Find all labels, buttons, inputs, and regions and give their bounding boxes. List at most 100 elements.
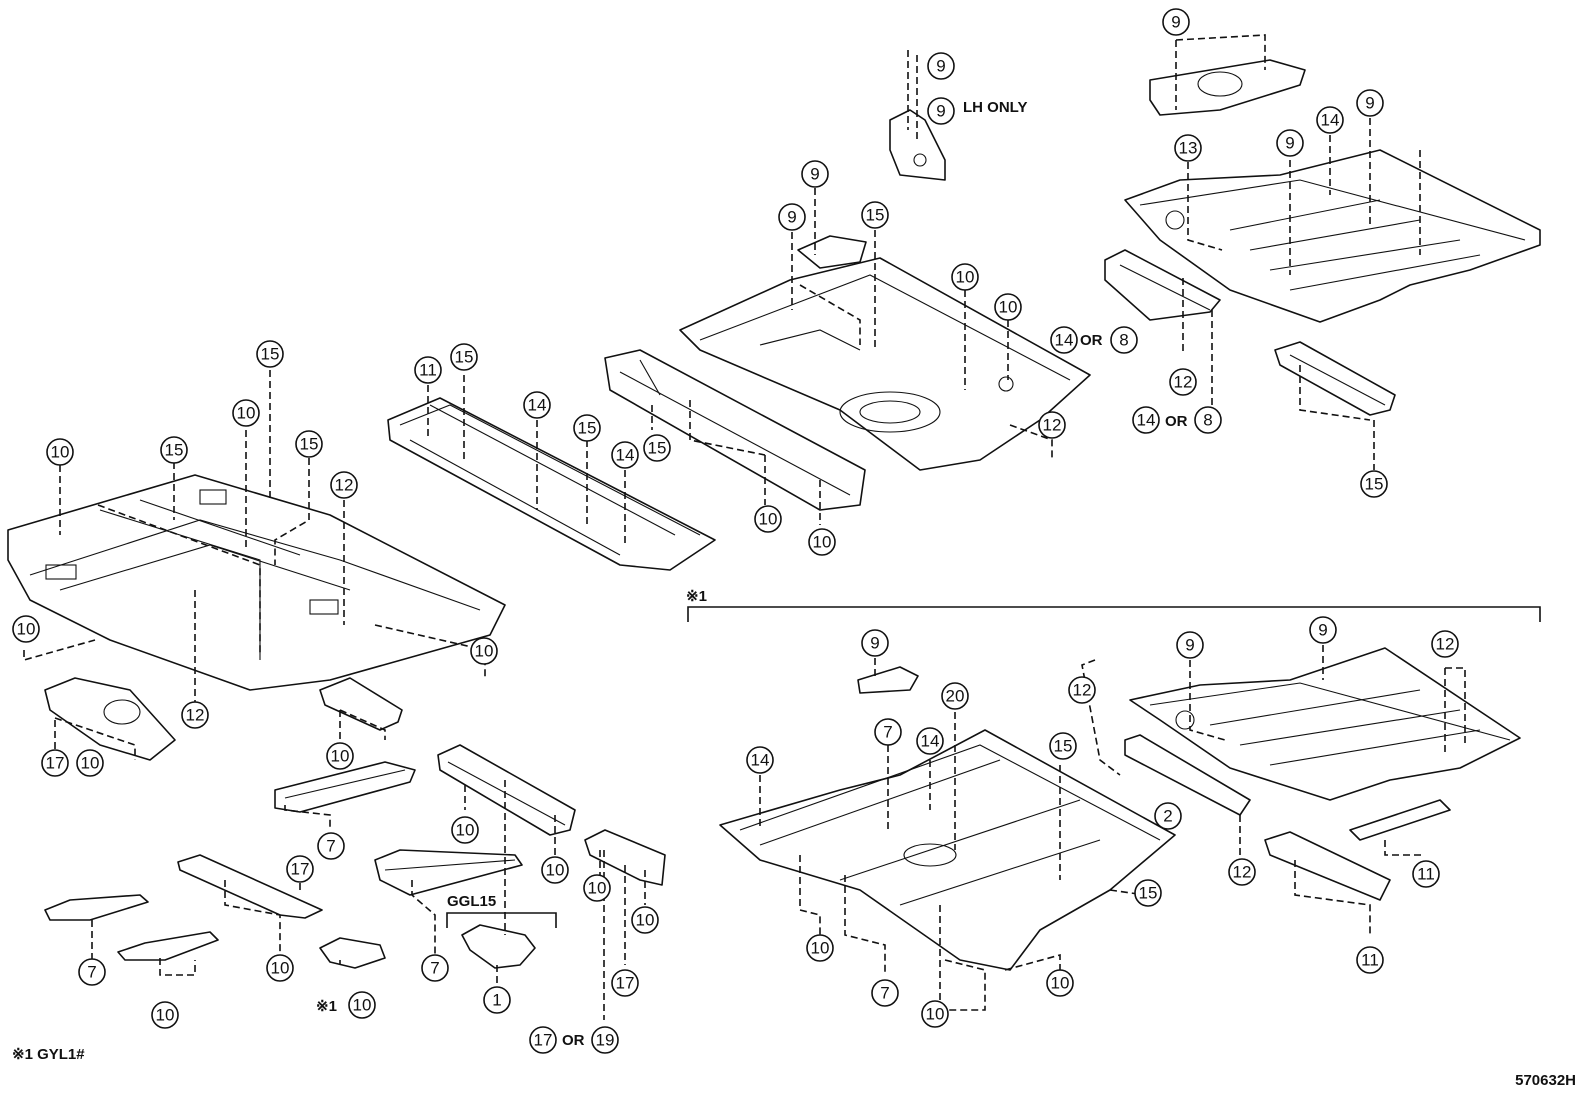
callout-circle [994,293,1022,321]
callout-10: 10 [541,856,569,884]
callout-8: 8 [1110,326,1138,354]
callout-7: 7 [874,718,902,746]
callout-circle [450,343,478,371]
callout-number: 10 [813,533,832,552]
callout-number: 10 [17,620,36,639]
callout-15: 15 [1049,732,1077,760]
callout-17: 17 [529,1026,557,1054]
callout-number: 11 [1417,865,1435,884]
callout-circle [1050,326,1078,354]
callout-number: 9 [870,634,879,653]
callout-12: 12 [1169,368,1197,396]
callout-number: 8 [1203,411,1212,430]
callout-number: 7 [883,723,892,742]
callout-number: 10 [331,747,350,766]
lower-cross-member-11a [1264,831,1391,901]
callout-circle [808,528,836,556]
callout-number: 10 [636,911,655,930]
callout-number: 10 [237,404,256,423]
callout-15: 15 [450,343,478,371]
callout-circle [861,201,889,229]
callout-circle [46,438,74,466]
group-brackets [446,606,1541,928]
callout-14: 14 [1132,406,1160,434]
callout-number: 10 [999,298,1018,317]
callout-number: 15 [578,419,597,438]
callout-number: 17 [46,754,65,773]
callout-10: 10 [46,438,74,466]
callout-circle [1169,368,1197,396]
callout-13: 13 [1174,134,1202,162]
callout-11: 11 [1412,860,1440,888]
callout-number: 14 [1055,331,1074,350]
callout-10: 10 [808,528,836,556]
callout-circle [1038,411,1066,439]
callout-number: 9 [1285,134,1294,153]
callout-14: 14 [611,441,639,469]
callout-number: 10 [271,959,290,978]
callout-circle [78,958,106,986]
callout-circle [591,1026,619,1054]
callout-circle [1162,8,1190,36]
callout-circle [754,505,782,533]
callout-number: 15 [261,345,280,364]
side-sill-member [604,349,866,511]
callout-number: 12 [1073,681,1092,700]
callout-number: 10 [546,861,565,880]
callout-7: 7 [871,979,899,1007]
callout-1: 1 [483,986,511,1014]
callout-circle [778,203,806,231]
callout-11: 11 [1356,946,1384,974]
or-label-3: OR [562,1032,585,1049]
callout-number: 7 [326,837,335,856]
callout-number: 15 [648,439,667,458]
callout-circle [927,97,955,125]
callout-circle [631,906,659,934]
callout-number: 10 [926,1005,945,1024]
x1-marker-small: ※1 [316,998,337,1015]
callout-number: 7 [880,984,889,1003]
callout-circle [927,52,955,80]
reinforcement-10-a [44,894,149,921]
callout-number: 15 [300,435,319,454]
callout-circle [1049,732,1077,760]
callout-12: 12 [1068,676,1096,704]
callout-circle [573,414,601,442]
callout-12: 12 [330,471,358,499]
callout-number: 10 [956,268,975,287]
group-ggl15-label: GGL15 [447,893,496,910]
callout-circle [583,874,611,902]
callout-17: 17 [611,969,639,997]
callout-circle [951,263,979,291]
callout-12: 12 [181,701,209,729]
callout-12: 12 [1431,630,1459,658]
callout-circle [801,160,829,188]
callout-9: 9 [1276,129,1304,157]
text-labels: LH ONLY OR OR OR ※1 GGL15 ※1 [316,99,1188,1049]
reinforcement-7-mid [374,849,523,896]
callout-number: 9 [787,208,796,227]
callout-number: 17 [616,974,635,993]
lower-cross-member-11b [1349,799,1451,841]
callout-10: 10 [348,991,376,1019]
callout-circle [160,436,188,464]
callout-number: 9 [1185,636,1194,655]
or-label-2: OR [1165,413,1188,430]
callout-14: 14 [1316,106,1344,134]
callout-number: 10 [51,443,70,462]
callout-12: 12 [1038,411,1066,439]
callout-7: 7 [78,958,106,986]
reinforcement-17-long [437,744,576,836]
rear-center-floor [679,257,1091,471]
callout-circle [861,629,889,657]
callout-circle [611,969,639,997]
callout-circle [1276,129,1304,157]
rear-floor-pan [1124,149,1541,323]
callout-number: 11 [1361,951,1379,970]
callout-12: 12 [1228,858,1256,886]
callout-circle [1316,106,1344,134]
lower-rear-floor [1129,647,1521,801]
callout-10: 10 [754,505,782,533]
callout-17: 17 [286,855,314,883]
